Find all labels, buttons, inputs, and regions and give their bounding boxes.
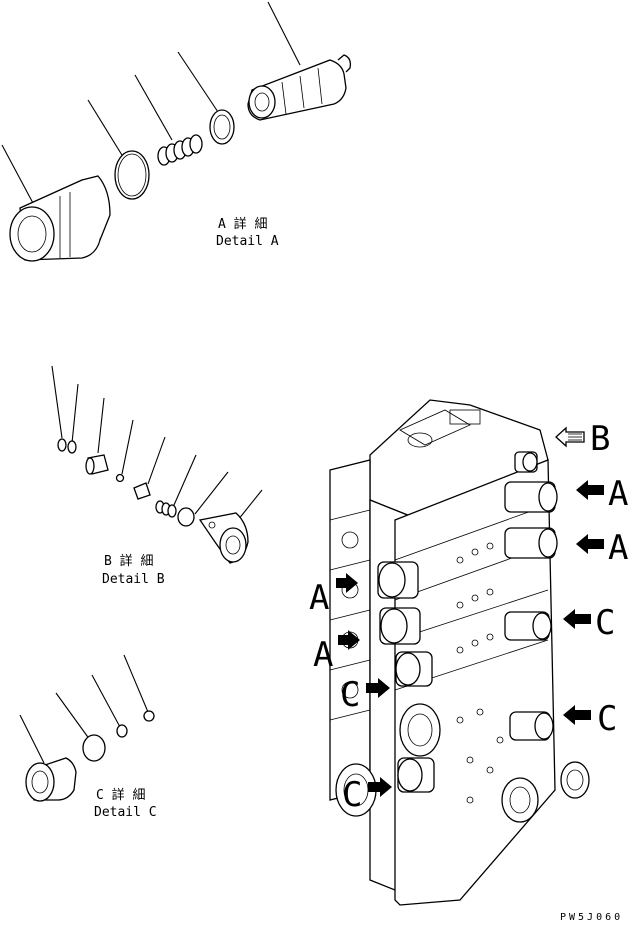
arrow-a-right-2 [576,534,604,554]
valve-left-face [329,459,371,801]
valve-fitting-c2 [509,711,554,741]
valve-spool-part [247,54,352,121]
arrow-a-left-2 [338,630,360,650]
leader-line-c3 [91,674,121,728]
o-ring-part [114,150,150,200]
detail-a-title-jp: A 詳 細 [218,216,267,232]
leader-line-c2 [55,692,91,741]
callout-c-left-1: C [340,675,360,715]
callout-c-right-2: C [597,699,617,739]
drawing-code: PW5J060 [560,912,623,923]
poppet-b [133,482,151,500]
valve-fitting-b [514,451,538,473]
valve-plug-2 [379,607,421,645]
control-valve-assembly [329,399,590,906]
ring-c [116,724,128,738]
arrow-a-right-1 [576,480,604,500]
leader-line-a4 [177,51,221,116]
arrow-c-right-2 [563,705,591,725]
callout-a-right-2: A [608,528,628,568]
leader-line-a5 [267,1,301,66]
washer-b [177,507,195,527]
valve-plug-3 [395,651,433,687]
arrow-c-left-1 [366,678,390,698]
plug-c-part [25,757,77,802]
leader-line-b4 [121,419,134,475]
detail-b-title-jp: B 詳 細 [104,553,153,569]
plug-part [9,175,111,262]
detail-b-group: B 詳 細 Detail B [51,365,263,587]
leader-line-b1 [51,365,63,439]
valve-fitting-c1 [504,611,552,641]
spring-part [157,134,203,166]
callout-a-left-1: A [309,578,329,618]
detail-a-group: A 詳 細 Detail A [1,1,352,262]
detail-c-group: C 詳 細 Detail C [19,654,157,820]
detail-b-title-en: Detail B [102,572,165,587]
leader-line-a2 [87,99,126,161]
callout-c-right-1: C [595,603,615,643]
leader-line-b2 [71,383,79,444]
valve-plug-4 [397,757,435,793]
valve-fitting-a1 [504,481,558,513]
leader-line-b3 [97,397,105,454]
o-ring-c [82,734,106,762]
arrow-c-left-2 [368,777,392,797]
leader-line-a1 [1,144,35,206]
callout-a-left-2: A [313,635,333,675]
leader-line-b7 [194,471,229,515]
callout-a-right-1: A [608,474,628,514]
valve-plug-1 [377,561,419,599]
leader-line-b6 [173,454,197,506]
leader-line-b5 [147,436,166,485]
callout-c-left-2: C [342,775,362,815]
arrow-c-right-1 [563,609,591,629]
ball-c [143,710,155,722]
leader-line-c4 [123,654,149,713]
plug-b-part [85,454,109,475]
spring-b-part [155,500,177,518]
arrow-a-left-1 [336,573,358,593]
detail-a-title-en: Detail A [216,234,279,249]
ball-b [115,473,125,483]
detail-c-title-jp: C 詳 細 [96,787,145,803]
detail-c-title-en: Detail C [94,805,157,820]
leader-line-c1 [19,714,45,764]
small-ring-b1 [57,438,67,452]
callout-b-right: B [590,419,610,459]
small-ring-b2 [67,440,77,454]
valve-fitting-a2 [504,527,558,559]
valve-body-b-part [198,512,249,564]
leader-line-a3 [134,74,173,141]
